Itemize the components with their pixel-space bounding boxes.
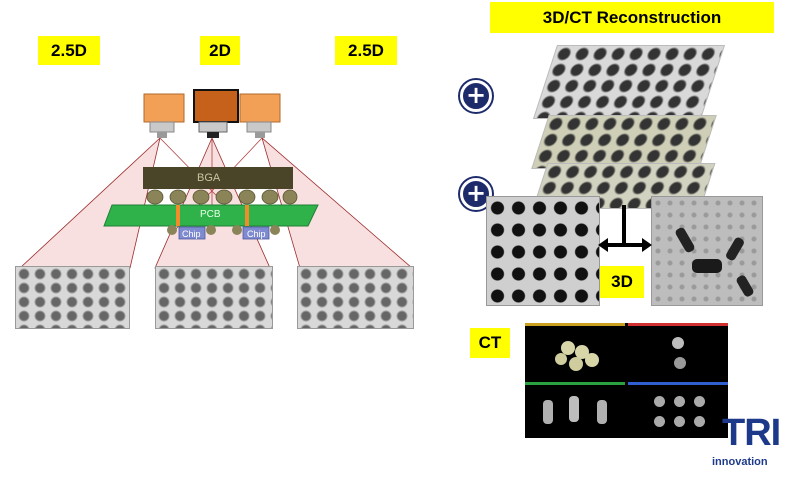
chip-left	[178, 226, 206, 240]
beam-left	[18, 136, 161, 269]
tri-logo-tagline: innovation	[712, 456, 768, 468]
reconstruction-slice-top	[532, 45, 726, 119]
label-3d: 3D	[600, 266, 644, 298]
ct-panel-axial	[628, 382, 728, 438]
xray-tube-center	[193, 89, 239, 138]
solder-balls	[146, 189, 298, 205]
bga-label: BGA	[197, 172, 221, 184]
xray-image-2d	[486, 196, 600, 306]
chip-left-label: Chip	[182, 229, 201, 239]
projection-image-left	[15, 266, 130, 329]
xray-tube-left	[143, 93, 185, 138]
label-2-5d-right: 2.5D	[335, 36, 397, 65]
pcb-board	[103, 204, 319, 227]
reconstruction-slice-middle	[531, 115, 717, 169]
label-ct: CT	[470, 328, 510, 358]
tri-logo: TRI	[722, 412, 781, 454]
ct-panel-3d	[525, 323, 625, 379]
bga-board	[143, 167, 293, 189]
xray-image-3d-slice	[651, 196, 763, 306]
pcb-label: PCB	[200, 209, 221, 220]
label-2d: 2D	[200, 36, 240, 65]
chip-right-label: Chip	[247, 229, 266, 239]
double-arrow-icon	[598, 205, 652, 252]
label-2-5d-left: 2.5D	[38, 36, 100, 65]
ct-viewer	[525, 323, 728, 438]
ct-panel-side	[628, 323, 728, 379]
reconstruction-title: 3D/CT Reconstruction	[490, 2, 774, 33]
projection-image-center	[155, 266, 273, 329]
plus-circle-icon-top: +	[460, 80, 492, 112]
xray-geometry-diagram	[18, 89, 414, 269]
beam-center	[154, 137, 271, 269]
ct-panel-front	[525, 382, 625, 438]
projection-image-right	[297, 266, 414, 329]
xray-tube-right	[239, 93, 281, 138]
chip-right	[242, 226, 270, 240]
beam-right	[261, 136, 414, 269]
